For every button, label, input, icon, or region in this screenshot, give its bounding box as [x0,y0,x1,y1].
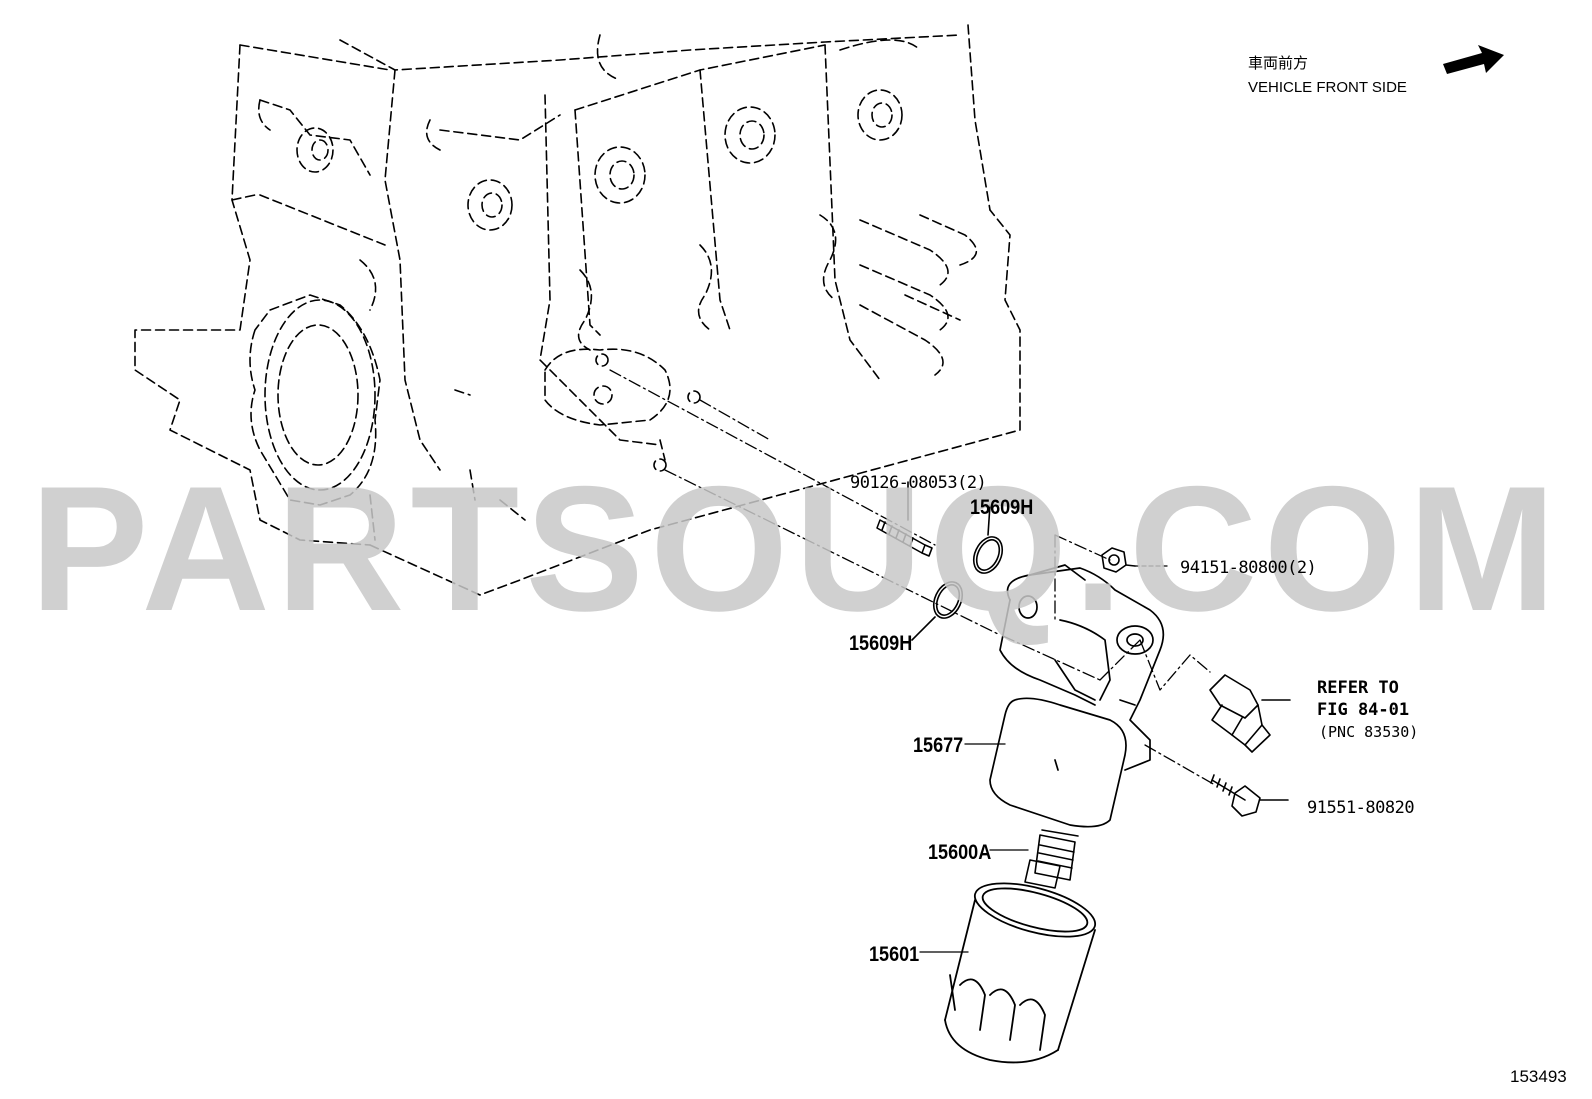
stud-bolt-drawing [876,481,933,557]
engine-block-drawing [134,24,1021,596]
union-fitting-drawing [1024,829,1079,889]
direction-label-en: VEHICLE FRONT SIDE [1248,79,1407,96]
direction-label-jp: 車両前方 [1248,55,1309,72]
bolt-drawing [1210,774,1289,817]
gasket-rings-drawing [911,504,1004,641]
filter-bracket-drawing [989,564,1165,828]
refer-note-pnc: (PNC 83530) [1319,723,1419,741]
nut-drawing [1101,547,1136,573]
callout-gasket-upper[interactable]: 15609H [970,496,1034,519]
callout-union[interactable]: 15600A [928,841,992,864]
callout-stud-bolt[interactable]: 90126-08053(2) [850,473,987,493]
assembly-centre-lines [609,369,1216,786]
oil-pressure-switch-drawing [1209,674,1291,753]
figure-number: 153493 [1510,1067,1567,1086]
callout-gasket-lower[interactable]: 15609H [849,632,913,655]
refer-note-fig-link[interactable]: FIG 84-01 [1317,700,1410,720]
leader-lines [919,565,1171,953]
callout-oil-filter[interactable]: 15601 [869,943,920,966]
callout-nut[interactable]: 94151-80800(2) [1180,558,1317,578]
refer-note-line1: REFER TO [1317,678,1399,698]
callout-bolt[interactable]: 91551-80820 [1307,798,1415,818]
oil-filter-drawing [944,882,1097,1064]
arrow-right-icon [1443,45,1504,74]
callout-filter-bracket[interactable]: 15677 [913,734,964,757]
